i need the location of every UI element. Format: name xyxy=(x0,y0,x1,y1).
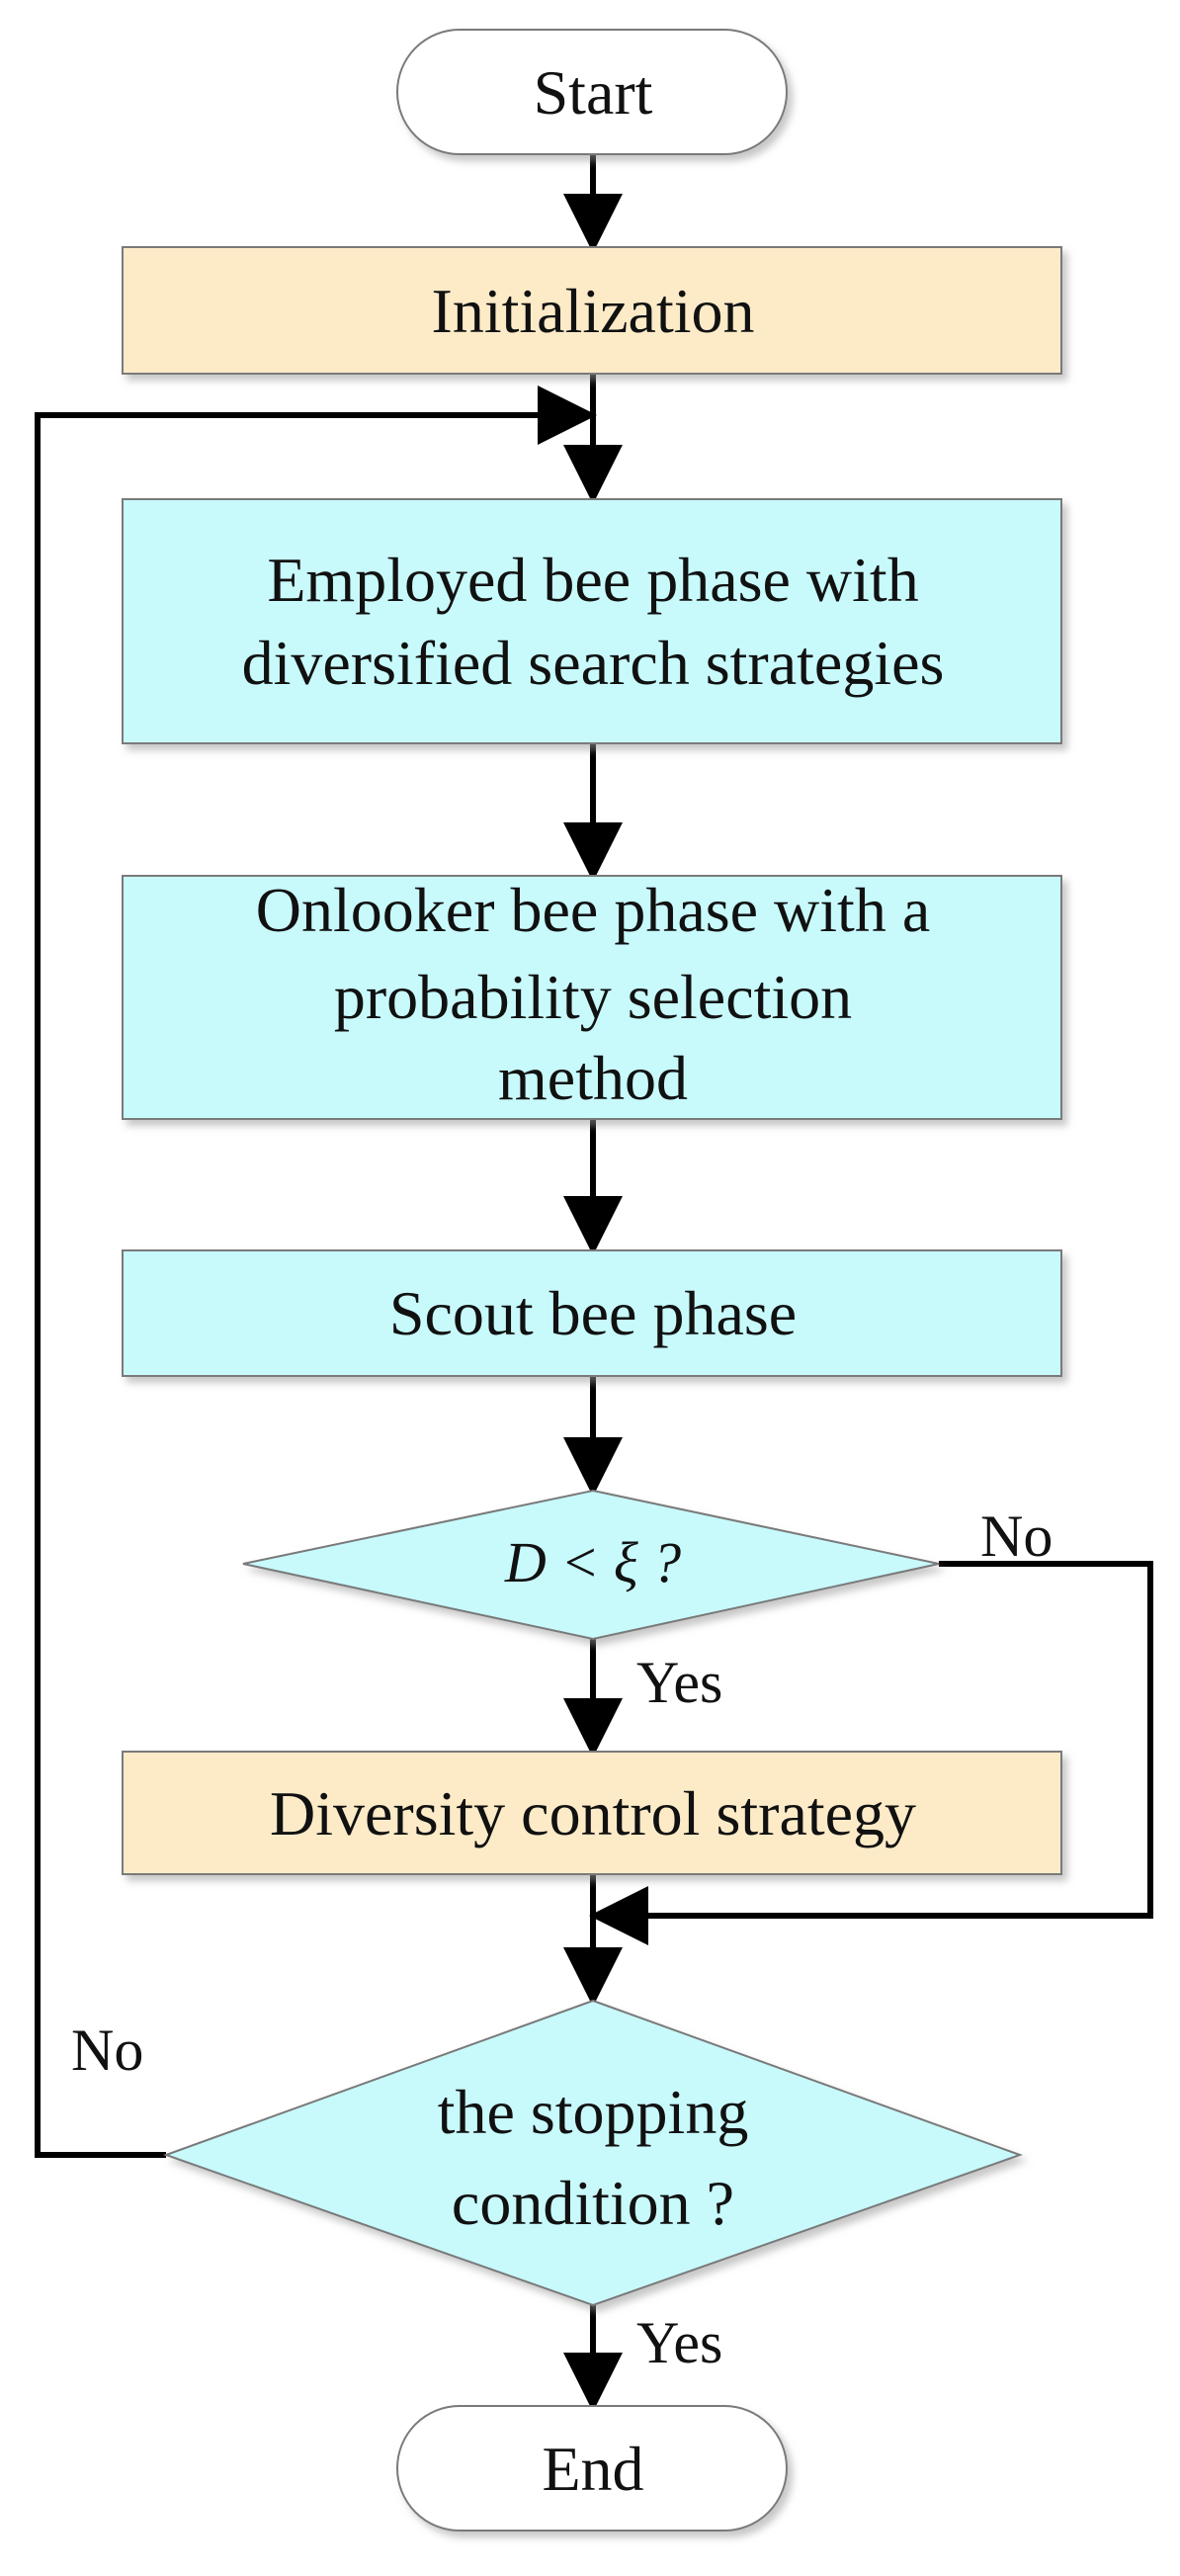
start-node: Start xyxy=(396,29,788,155)
employed-bee-label-line-1: Employed bee phase with xyxy=(267,545,918,615)
end-label: End xyxy=(542,2434,643,2504)
onlooker-bee-label-line-3: method xyxy=(498,1043,688,1113)
diversity-yes-label: Yes xyxy=(636,1650,722,1715)
employed-bee-node: Employed bee phase with diversified sear… xyxy=(122,498,1062,744)
diversity-no-label: No xyxy=(980,1503,1053,1569)
edge-labels: No Yes No Yes xyxy=(71,1503,1053,2375)
scout-bee-node: Scout bee phase xyxy=(122,1249,1062,1377)
scout-bee-box xyxy=(122,1249,1062,1377)
initialization-node: Initialization xyxy=(122,246,1062,375)
initialization-box xyxy=(122,246,1062,375)
stopping-condition-label-line-1: the stopping xyxy=(438,2077,749,2147)
employed-bee-label-line-2: diversified search strategies xyxy=(242,628,945,698)
stopping-decision-node: the stopping condition ? xyxy=(163,1999,1023,2307)
diversity-decision-diamond xyxy=(242,1489,940,1641)
diversity-control-label: Diversity control strategy xyxy=(270,1778,916,1848)
onlooker-bee-box xyxy=(122,875,1062,1120)
arrow-diversity-no-bypass xyxy=(589,1561,1153,1945)
onlooker-bee-label-line-2: probability selection xyxy=(334,962,852,1032)
stopping-decision-diamond xyxy=(163,1999,1023,2307)
connectors xyxy=(35,154,1153,2412)
start-shape xyxy=(396,29,788,155)
arrow-stopping-no-loop-back xyxy=(35,386,597,2158)
start-label: Start xyxy=(534,57,653,128)
stopping-yes-label: Yes xyxy=(636,2310,722,2375)
diversity-condition-label: D < ξ ? xyxy=(504,1530,681,1594)
diversity-decision-node: D < ξ ? xyxy=(242,1489,940,1641)
diversity-control-node: Diversity control strategy xyxy=(122,1751,1062,1875)
stopping-no-label: No xyxy=(71,2018,143,2083)
end-node: End xyxy=(396,2405,788,2532)
scout-bee-label: Scout bee phase xyxy=(389,1278,797,1348)
diversity-control-box xyxy=(122,1751,1062,1875)
employed-bee-box xyxy=(122,498,1062,744)
onlooker-bee-node: Onlooker bee phase with a probability se… xyxy=(122,875,1062,1120)
onlooker-bee-label-line-1: Onlooker bee phase with a xyxy=(256,875,930,945)
stopping-condition-label-line-2: condition ? xyxy=(452,2168,734,2238)
end-shape xyxy=(396,2405,788,2532)
initialization-label: Initialization xyxy=(432,276,755,346)
